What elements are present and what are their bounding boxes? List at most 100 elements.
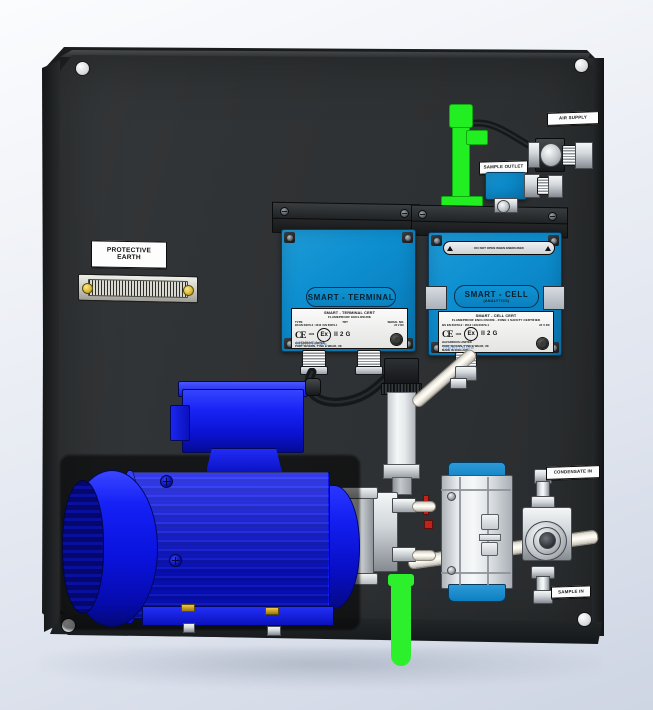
nameplate-dial-icon	[391, 334, 402, 345]
smart-cell-enclosure[interactable]: DO NOT OPEN WHEN ENERGISED SMART - CELL …	[425, 232, 565, 356]
valve-rib	[459, 477, 461, 585]
motor-mount-pad	[267, 626, 281, 636]
nameplate-type-label: TYPE	[295, 319, 303, 324]
air-supply-boss	[540, 143, 562, 167]
earth-screw-right	[183, 284, 194, 297]
highlighted-drain-pipe	[391, 578, 411, 666]
nameplate-maker-2: PORT SEVERN, TYNE & WEAR, UK	[442, 343, 489, 348]
assembly-drop-shadow	[40, 648, 600, 688]
terminal-bracket-screw-right	[400, 209, 409, 218]
nameplate-serial-label: SERIAL NO.	[387, 319, 405, 324]
nameplate-dial-icon	[537, 338, 548, 349]
smart-cell-title: SMART - CELL	[464, 289, 529, 299]
analyser-probe-head	[384, 358, 419, 386]
nameplate-rating: II 2 G	[481, 331, 498, 337]
protective-earth-line2: EARTH	[117, 253, 141, 261]
nameplate-spec: BS EN 60079-0 : 2012 / EN 60079-1	[295, 324, 338, 327]
ex-mark-icon: Ex	[317, 327, 332, 342]
manifold-tube-upper	[412, 501, 436, 512]
warning-triangle-icon-left	[447, 245, 453, 251]
earth-screw-left	[82, 282, 93, 295]
enclosure-corner-screw	[548, 235, 559, 246]
motor-lifting-eye	[160, 475, 173, 488]
sample-outlet-end-nut	[548, 175, 563, 198]
air-supply-label: AIR SUPPLY	[547, 111, 599, 126]
analyser-probe-body	[387, 392, 416, 466]
cell-side-block-left	[425, 286, 447, 310]
motor-frame-fins	[128, 472, 330, 619]
cell-bracket-screw-left	[418, 210, 427, 219]
highlighted-valve-stem-head	[449, 104, 473, 128]
nameplate-line1: SMART - TERMINAL CERT	[323, 310, 376, 315]
cell-bracket-screw-right	[548, 212, 557, 221]
terminal-bracket-screw-left	[280, 207, 289, 216]
condensate-in-label: CONDENSATE IN	[546, 465, 600, 480]
motor-nameplate-screw	[169, 554, 182, 567]
nameplate-line1: SMART - CELL CERT	[475, 313, 517, 318]
warning-triangle-icon-right	[544, 245, 551, 251]
smart-terminal-title-badge: SMART - TERMINAL	[306, 287, 396, 307]
motor-conduit-elbow	[305, 378, 321, 396]
air-supply-end-nut	[575, 142, 593, 169]
nameplate-watermark: HERITAGE	[443, 345, 475, 351]
mounting-hole	[575, 59, 588, 72]
valve-rib	[441, 489, 511, 491]
smart-cell-warning-text: DO NOT OPEN WHEN ENERGISED	[474, 246, 524, 250]
enclosure-corner-screw	[431, 235, 442, 246]
nameplate-supply: 24 V DC	[539, 322, 550, 327]
motor-foot-bolt	[181, 604, 195, 612]
valve-bolt	[447, 566, 456, 575]
cable-gland-right-nut	[355, 366, 383, 375]
sample-inlet-bottom-nut	[533, 590, 553, 604]
smart-terminal-nameplate: SMART - TERMINAL CERT FLAMEPROOF ENCLOSU…	[291, 308, 408, 349]
enclosure-corner-screw	[402, 232, 413, 243]
panel-lip-top	[60, 50, 590, 60]
motor-base-foot	[142, 606, 334, 626]
valve-rib	[487, 477, 489, 585]
bracket-top-fitting-boss	[497, 200, 510, 213]
motor-fan-grille	[62, 480, 104, 614]
nameplate-supply: 24 V DC	[394, 324, 404, 327]
valve-red-indicator	[424, 520, 433, 529]
nameplate-maker-1: HAZARDOUS LIMITED	[442, 340, 472, 344]
tube-nut-upper	[450, 378, 467, 389]
mounting-hole	[76, 62, 89, 75]
analyser-probe-stem	[392, 477, 412, 495]
panel-lip-left	[42, 60, 60, 632]
nameplate-maker-3: MADE IN ENGLAND	[442, 347, 469, 352]
ce-mark: CE	[442, 329, 453, 339]
nameplate-maker-2: PORT SEVERN, TYNE & WEAR, UK	[295, 344, 342, 349]
valve-bolt	[447, 492, 456, 501]
valve-rib	[441, 572, 511, 574]
motor-frame-shading	[128, 472, 328, 617]
motor-terminal-box	[182, 389, 304, 453]
manifold-tube-lower	[412, 550, 436, 561]
smart-terminal-enclosure[interactable]: SMART - TERMINAL SMART - TERMINAL CERT F…	[281, 229, 416, 352]
motor-terminal-box-neck	[206, 448, 282, 472]
nameplate-maker-1: HAZARDOUS LIMITED	[295, 340, 325, 345]
smart-cell-title-badge: SMART - CELL (ANALYTICS)	[454, 285, 539, 308]
valve-hex-detail	[481, 542, 498, 556]
smart-terminal-title: SMART - TERMINAL	[307, 292, 395, 302]
enclosure-corner-screw	[284, 338, 295, 349]
protective-earth-terminal-block	[78, 273, 198, 304]
mounting-hole	[578, 613, 591, 626]
smart-cell-nameplate: SMART - CELL CERT FLAMEPROOF ENCLOSURE -…	[438, 311, 554, 353]
nameplate-type-value: TRT	[342, 319, 348, 324]
nameplate-watermark: HERITAGE	[296, 341, 328, 347]
highlighted-valve-stem-arm	[466, 130, 488, 145]
motor-mount-pad	[183, 623, 195, 633]
ce-mark: CE	[295, 329, 306, 340]
cable-gland-left-nut	[300, 366, 328, 375]
highlighted-drain-collar	[388, 574, 414, 586]
valve-indicator-plate	[481, 514, 499, 530]
enclosure-corner-screw	[431, 342, 442, 353]
enclosure-corner-screw	[284, 232, 295, 243]
earth-terminal	[88, 278, 188, 299]
right-valve-boss-inner	[539, 532, 556, 549]
air-supply-hexnut	[528, 142, 540, 168]
valve-label-plate	[479, 534, 501, 541]
nameplate-line2: FLAMEPROOF ENCLOSURE	[328, 315, 371, 319]
smart-cell-subtitle: (ANALYTICS)	[483, 299, 510, 304]
